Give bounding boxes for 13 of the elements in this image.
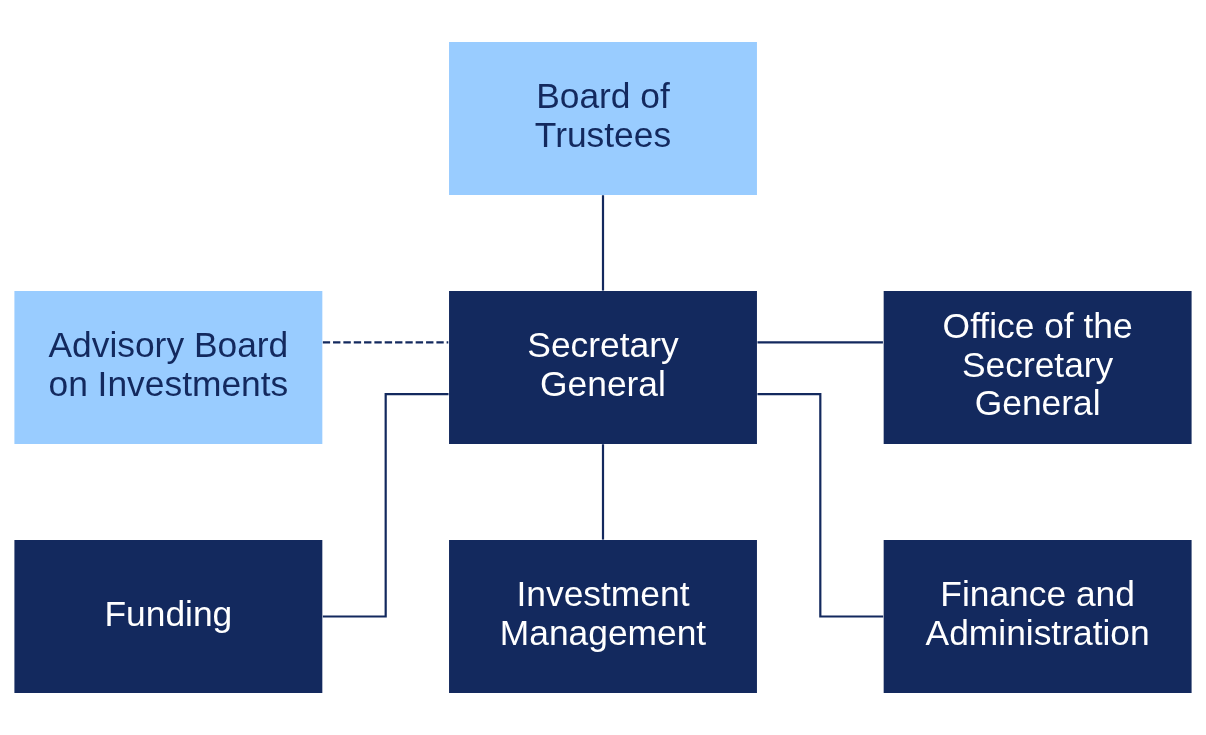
node-box: Board of Trustees [449, 41, 757, 196]
connector [757, 392, 884, 618]
node-box: Advisory Board on Investments [14, 290, 323, 445]
connector [322, 392, 449, 618]
connector [601, 444, 605, 540]
connector [757, 341, 883, 344]
node-box: Office of the Secretary General [883, 290, 1192, 445]
connector [601, 195, 605, 291]
node-box: Finance and Administration [883, 539, 1192, 694]
connector [322, 341, 449, 344]
node-box: Funding [14, 539, 323, 694]
node-box: Secretary General [449, 290, 757, 445]
node-box: Investment Management [449, 539, 757, 694]
